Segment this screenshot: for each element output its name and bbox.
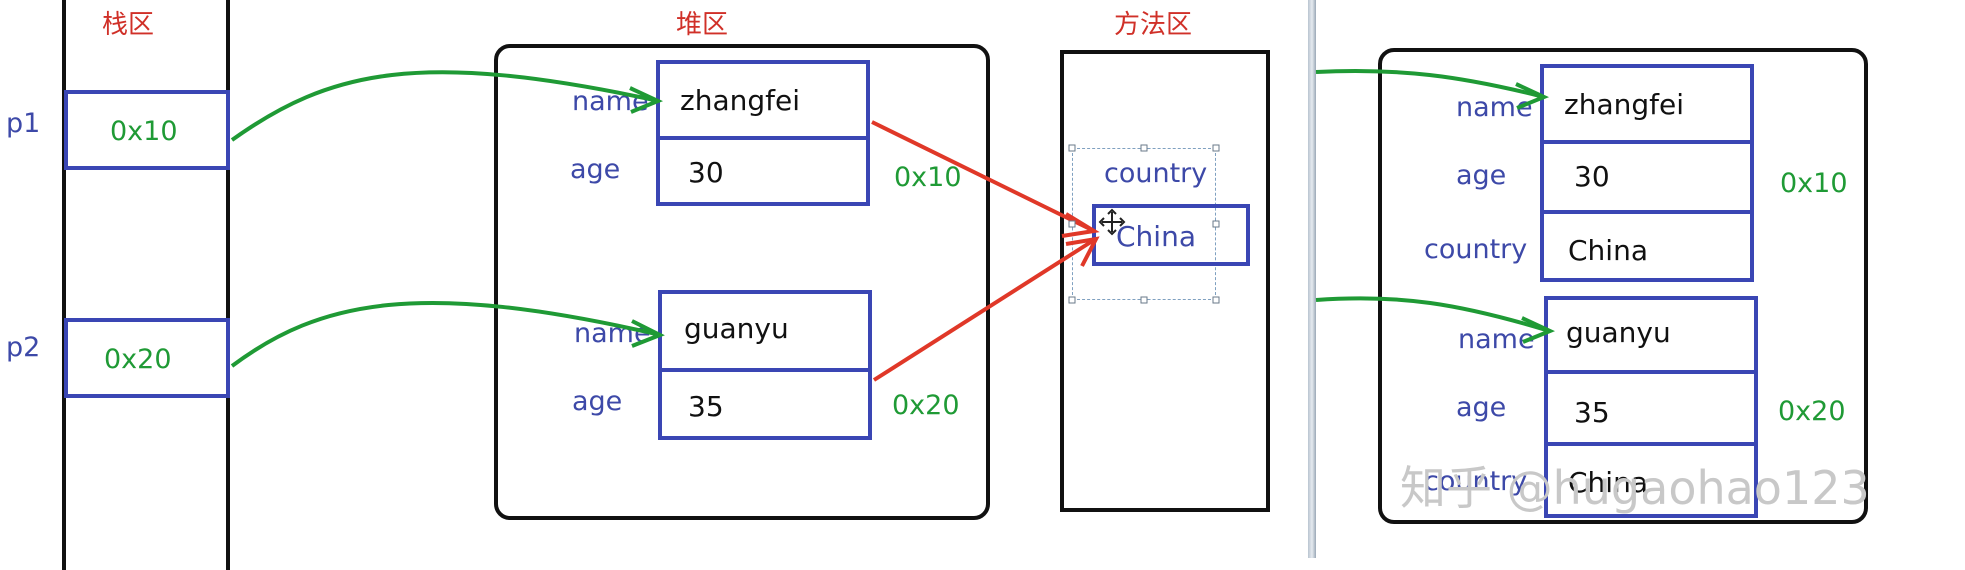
method-area-field-label: country: [1104, 158, 1208, 189]
alt-heap-object-guanyu-divider: [1544, 442, 1758, 446]
heap-object-zhangfei-divider: [656, 136, 870, 140]
alt-heap-field-age-label: age: [1456, 160, 1507, 191]
alt-heap-field-country-value: China: [1568, 234, 1648, 267]
alt-heap-field-age-value: 30: [1574, 160, 1610, 193]
heap-field-age-value: 35: [688, 390, 724, 423]
alt-heap-field-age-value: 35: [1574, 396, 1610, 429]
stack-var-p2-box: [64, 318, 230, 398]
alt-heap-field-country-value: China: [1568, 466, 1648, 499]
stack-var-p1-box: [64, 90, 230, 170]
alt-heap-field-name-value: zhangfei: [1564, 88, 1684, 121]
arrow-alt-0x20: [1315, 296, 1547, 332]
stack-var-p1-label: p1: [6, 108, 41, 139]
heap-field-name-value: zhangfei: [680, 84, 800, 117]
selection-handle: [1212, 296, 1220, 304]
arrow-alt-0x10-head: [1515, 82, 1550, 110]
stack-var-p2-label: p2: [6, 332, 41, 363]
move-cursor-icon: [1098, 208, 1126, 236]
alt-heap-field-country-label: country: [1424, 234, 1528, 265]
selection-handle: [1212, 144, 1220, 152]
alt-heap-box: [1378, 48, 1868, 524]
stack-title: 栈区: [102, 10, 155, 40]
alt-heap-object-guanyu: [1544, 296, 1758, 518]
selection-handle: [1068, 220, 1076, 228]
stack-var-p1-ref: 0x10: [110, 116, 178, 147]
method-area-static-value: China: [1116, 220, 1196, 253]
heap-field-age-label: age: [572, 386, 623, 417]
alt-heap-object-zhangfei-divider: [1540, 210, 1754, 214]
selection-handle: [1212, 220, 1220, 228]
alt-heap-object-guanyu-divider: [1544, 370, 1758, 374]
arrow-zhangfei-to-china: [871, 120, 1093, 232]
alt-heap-field-name-label: name: [1458, 324, 1535, 355]
alt-heap-object-zhangfei: [1540, 64, 1754, 282]
method-area-title: 方法区: [1114, 10, 1193, 40]
arrow-p2-to-guanyu: [230, 300, 657, 368]
watermark: 知乎 @hugaohao123: [1400, 461, 1870, 515]
heap-field-age-value: 30: [688, 156, 724, 189]
method-area-box: [1060, 50, 1270, 512]
alt-heap-object-zhangfei-divider: [1540, 140, 1754, 144]
arrow-p1-to-zhangfei: [230, 70, 655, 142]
arrow-p1-to-zhangfei-head: [629, 86, 664, 114]
alt-heap-field-name-value: guanyu: [1566, 316, 1671, 349]
heap-object-guanyu-divider: [658, 368, 872, 372]
heap-object-guanyu-addr: 0x20: [892, 390, 960, 421]
selection-handles: [1068, 144, 1220, 304]
method-area-static-value-box: [1092, 204, 1250, 266]
arrow-zhangfei-to-china-head: [1061, 212, 1100, 238]
arrow-alt-0x10: [1315, 69, 1541, 98]
heap-object-zhangfei-addr: 0x10: [894, 162, 962, 193]
heap-box: [494, 44, 990, 520]
heap-field-age-label: age: [570, 154, 621, 185]
arrow-guanyu-to-china: [872, 238, 1096, 382]
stack-var-p2-ref: 0x20: [104, 344, 172, 375]
selection-handle: [1140, 296, 1148, 304]
heap-field-name-value: guanyu: [684, 312, 789, 345]
heap-object-guanyu: [658, 290, 872, 440]
arrow-alt-0x20-head: [1521, 316, 1556, 344]
heap-object-zhangfei: [656, 60, 870, 206]
selection-handle: [1140, 144, 1148, 152]
arrows-layer: [230, 69, 1556, 382]
arrow-guanyu-to-china-head: [1065, 236, 1100, 267]
arrow-p2-to-guanyu-head: [631, 319, 665, 348]
selection-handle: [1068, 296, 1076, 304]
alt-heap-object-guanyu-addr: 0x20: [1778, 396, 1846, 427]
alt-heap-field-country-label: country: [1424, 466, 1528, 497]
selection-handle: [1068, 144, 1076, 152]
stack-column: [62, 0, 230, 570]
alt-heap-object-zhangfei-addr: 0x10: [1780, 168, 1848, 199]
panel-separator: [1308, 0, 1316, 558]
heap-title: 堆区: [676, 10, 729, 40]
alt-heap-field-age-label: age: [1456, 392, 1507, 423]
